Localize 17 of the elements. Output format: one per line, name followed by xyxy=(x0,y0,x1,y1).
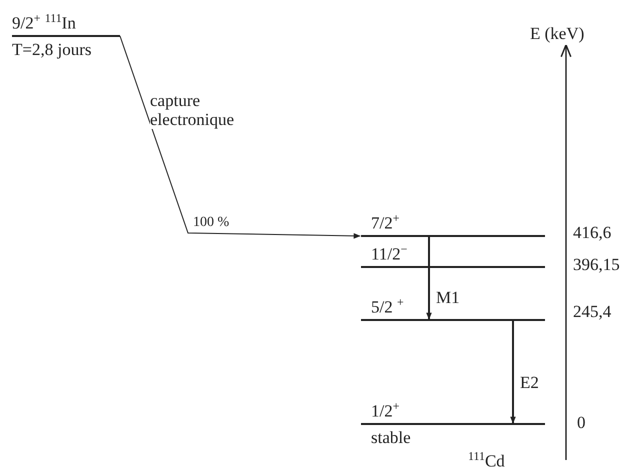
level-note: stable xyxy=(371,429,411,448)
level-label: 1/2$^{+}$ xyxy=(371,400,400,421)
level-label: 7/2$^{+}$ xyxy=(371,212,400,233)
energy-value: 396,15 xyxy=(573,256,620,275)
energy-value: 0 xyxy=(577,414,586,433)
energy-value: 245,4 xyxy=(573,303,612,322)
nuclide-label: $^{111}$Cd xyxy=(468,450,505,468)
energy-value: 416,6 xyxy=(573,224,612,243)
branching-ratio: 100 % xyxy=(193,215,230,230)
level-label: 11/2$^{−}$ xyxy=(371,242,408,264)
axis-label: E (keV) xyxy=(530,25,584,44)
level-label: 9/2$^{+}$ $^{111}$In xyxy=(12,12,76,33)
level-label: 5/2 $^{+}$ xyxy=(371,296,404,317)
arrow xyxy=(510,321,516,424)
arrow xyxy=(120,36,361,239)
level-note: T=2,8 jours xyxy=(12,41,92,60)
arrow xyxy=(426,237,432,320)
